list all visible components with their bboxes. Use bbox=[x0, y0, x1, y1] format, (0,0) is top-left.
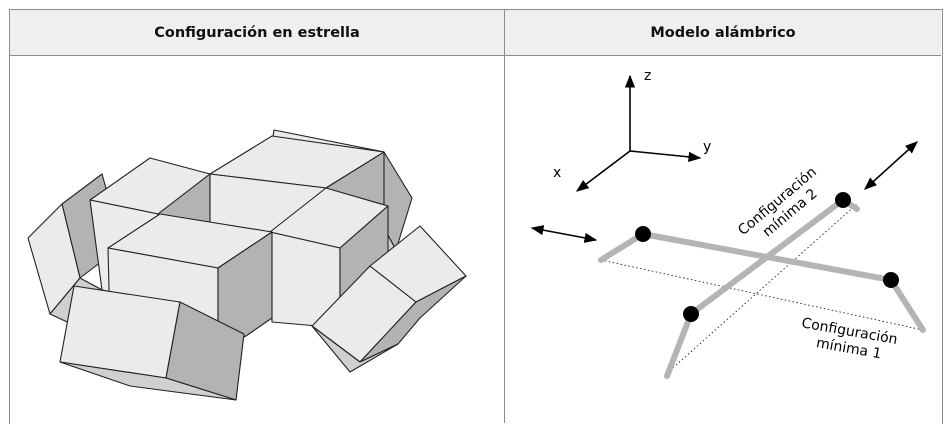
label-config-2: Configuración mínima 2 bbox=[735, 161, 834, 252]
x-axis bbox=[575, 150, 631, 192]
joint-right bbox=[883, 272, 899, 288]
motion-arrow-top-right bbox=[864, 141, 918, 190]
coordinate-axes bbox=[575, 74, 702, 192]
joint-left bbox=[635, 226, 651, 242]
wireframe-rods bbox=[598, 197, 926, 379]
joints bbox=[635, 192, 899, 322]
wireframe-model-illustration: z y x Configuración mínima 2 Configuraci… bbox=[530, 68, 926, 379]
header-star-configuration: Configuración en estrella bbox=[154, 24, 360, 41]
column-divider bbox=[504, 10, 505, 423]
y-axis-label: y bbox=[703, 139, 711, 155]
cube-front-right bbox=[311, 225, 467, 373]
projection-guides bbox=[600, 203, 924, 374]
cube-middle-right bbox=[269, 187, 389, 329]
star-configuration-illustration bbox=[27, 129, 467, 401]
joint-top bbox=[835, 192, 851, 208]
label-config-1: Configuración mínima 1 bbox=[797, 315, 903, 365]
y-axis bbox=[629, 150, 702, 162]
table-frame bbox=[9, 9, 943, 424]
cube-front-left bbox=[59, 285, 245, 401]
motion-arrow-left bbox=[530, 225, 598, 243]
motion-arrows bbox=[530, 141, 918, 243]
x-axis-label: x bbox=[553, 165, 561, 181]
table-header-row: Configuración en estrella Modelo alámbri… bbox=[10, 10, 941, 56]
rod-config-2 bbox=[688, 197, 846, 317]
joint-bottom bbox=[683, 306, 699, 322]
z-axis-label: z bbox=[644, 68, 651, 84]
header-wireframe-model: Modelo alámbrico bbox=[650, 24, 796, 41]
